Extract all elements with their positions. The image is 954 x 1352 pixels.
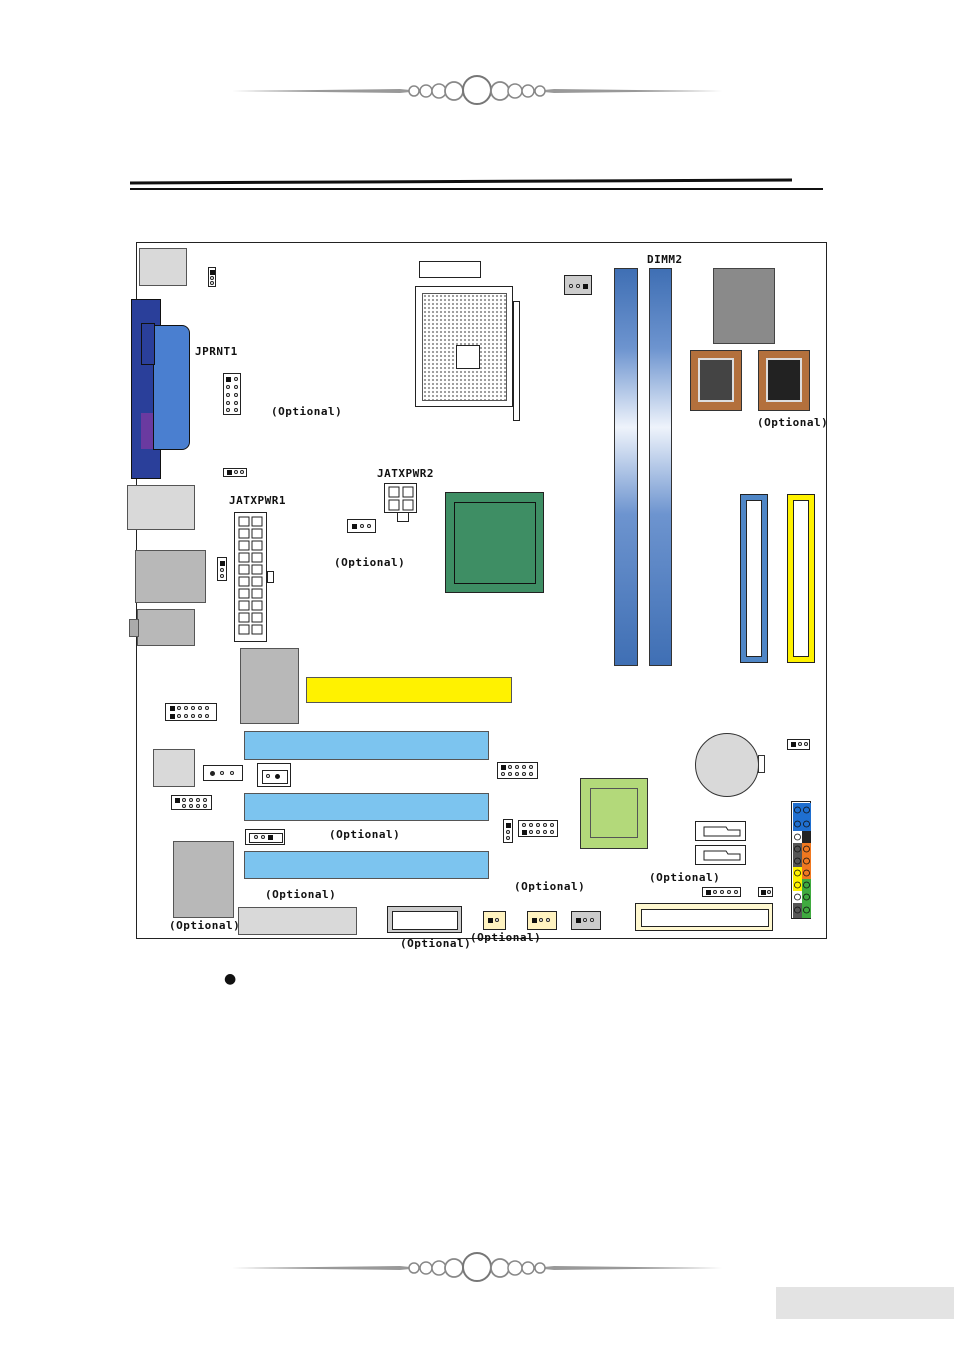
northbridge-chip	[445, 492, 544, 593]
cd-in-connector	[153, 749, 195, 787]
jatxpwr2-label: JATXPWR2	[377, 467, 434, 480]
optional-label-usb: (Optional)	[514, 880, 586, 893]
dimm1-slot	[614, 268, 638, 666]
sata2-connector	[695, 845, 746, 865]
com-port-upper	[141, 323, 155, 365]
game-port-header	[387, 906, 462, 933]
jatxpwr1-connector	[234, 512, 267, 642]
header-ornament-icon	[232, 75, 722, 105]
footer-ornament-icon	[232, 1252, 722, 1282]
jatxpwr2-latch	[397, 513, 409, 522]
jumper-3pin-a	[223, 468, 247, 477]
optional-label-jumper: (Optional)	[334, 556, 406, 569]
floppy-connector	[635, 903, 773, 931]
fan-header-bottom	[571, 911, 601, 930]
cmos-battery	[695, 733, 759, 797]
optional-label-pci: (Optional)	[329, 828, 401, 841]
usb-header-left	[171, 795, 212, 810]
ps2-port	[139, 248, 187, 286]
page-footer-tab	[776, 1287, 954, 1319]
io-chip-right	[758, 350, 810, 411]
ide-secondary-connector	[787, 494, 815, 663]
optional-label-jprnt1: (Optional)	[271, 405, 343, 418]
title-rule-top	[129, 178, 793, 185]
southbridge-chip	[580, 778, 648, 849]
title-rule-bottom	[130, 188, 823, 190]
usb-header-middle	[497, 762, 538, 779]
ide-primary-connector	[740, 494, 768, 663]
cpu-socket-top-bar	[419, 261, 481, 278]
front-panel-header	[791, 801, 811, 919]
audio-port-stack	[137, 609, 195, 646]
sata1-connector	[695, 821, 746, 841]
jatxpwr1-label: JATXPWR1	[229, 494, 286, 507]
pcie-slot-1	[244, 731, 489, 760]
ir-header	[702, 887, 741, 897]
list-bullet: ●	[224, 971, 237, 987]
clear-cmos-jumper	[787, 739, 810, 750]
ieee1394-chip	[238, 907, 357, 935]
pci-slot-1	[244, 793, 489, 821]
motherboard-layout-diagram: JPRNT1 (Optional) JATXPWR1	[127, 242, 829, 950]
cpu-fan-header	[564, 275, 592, 295]
jumper-3pin-c	[245, 829, 285, 845]
lan-chip	[173, 841, 234, 918]
jumper-top-left	[208, 267, 216, 287]
optional-label-game: (Optional)	[400, 937, 472, 950]
audio-codec-chip	[240, 648, 299, 724]
pci-slot-2	[244, 851, 489, 879]
cpu-socket	[415, 286, 513, 407]
dimm2-slot	[649, 268, 672, 666]
speaker-jumper	[758, 887, 773, 897]
jatxpwr2-connector	[384, 483, 417, 513]
usb-port-stack	[135, 550, 206, 603]
cmos-battery-clip	[758, 755, 765, 773]
bios-chip	[713, 268, 775, 344]
usb-header-right	[518, 820, 558, 837]
optional-label-spdif: (Optional)	[470, 931, 542, 944]
optional-label-io-chip: (Optional)	[757, 416, 829, 429]
jumper-vertical-b	[503, 819, 513, 843]
jumper-vertical-a	[217, 557, 227, 581]
cd-audio-header	[527, 911, 557, 930]
cpu-socket-lever	[513, 301, 520, 421]
system-fan-header	[257, 763, 291, 787]
spdif-header	[483, 911, 506, 930]
dimm2-label: DIMM2	[647, 253, 683, 266]
com-port-lower	[141, 413, 153, 449]
jprnt1-label: JPRNT1	[195, 345, 238, 358]
agp-slot	[306, 677, 512, 703]
jatxpwr1-latch	[267, 571, 274, 583]
usb-lan-port	[127, 485, 195, 530]
audio-jack-tab	[129, 619, 139, 637]
jumper-3pin-b	[347, 519, 376, 533]
io-chip-left	[690, 350, 742, 411]
optional-label-lan: (Optional)	[169, 919, 241, 932]
vga-port	[153, 325, 190, 450]
jprnt1-header	[223, 373, 241, 415]
aux-in-header	[203, 765, 243, 781]
optional-label-ieee: (Optional)	[265, 888, 337, 901]
front-audio-header	[165, 703, 217, 721]
optional-label-sata: (Optional)	[649, 871, 721, 884]
